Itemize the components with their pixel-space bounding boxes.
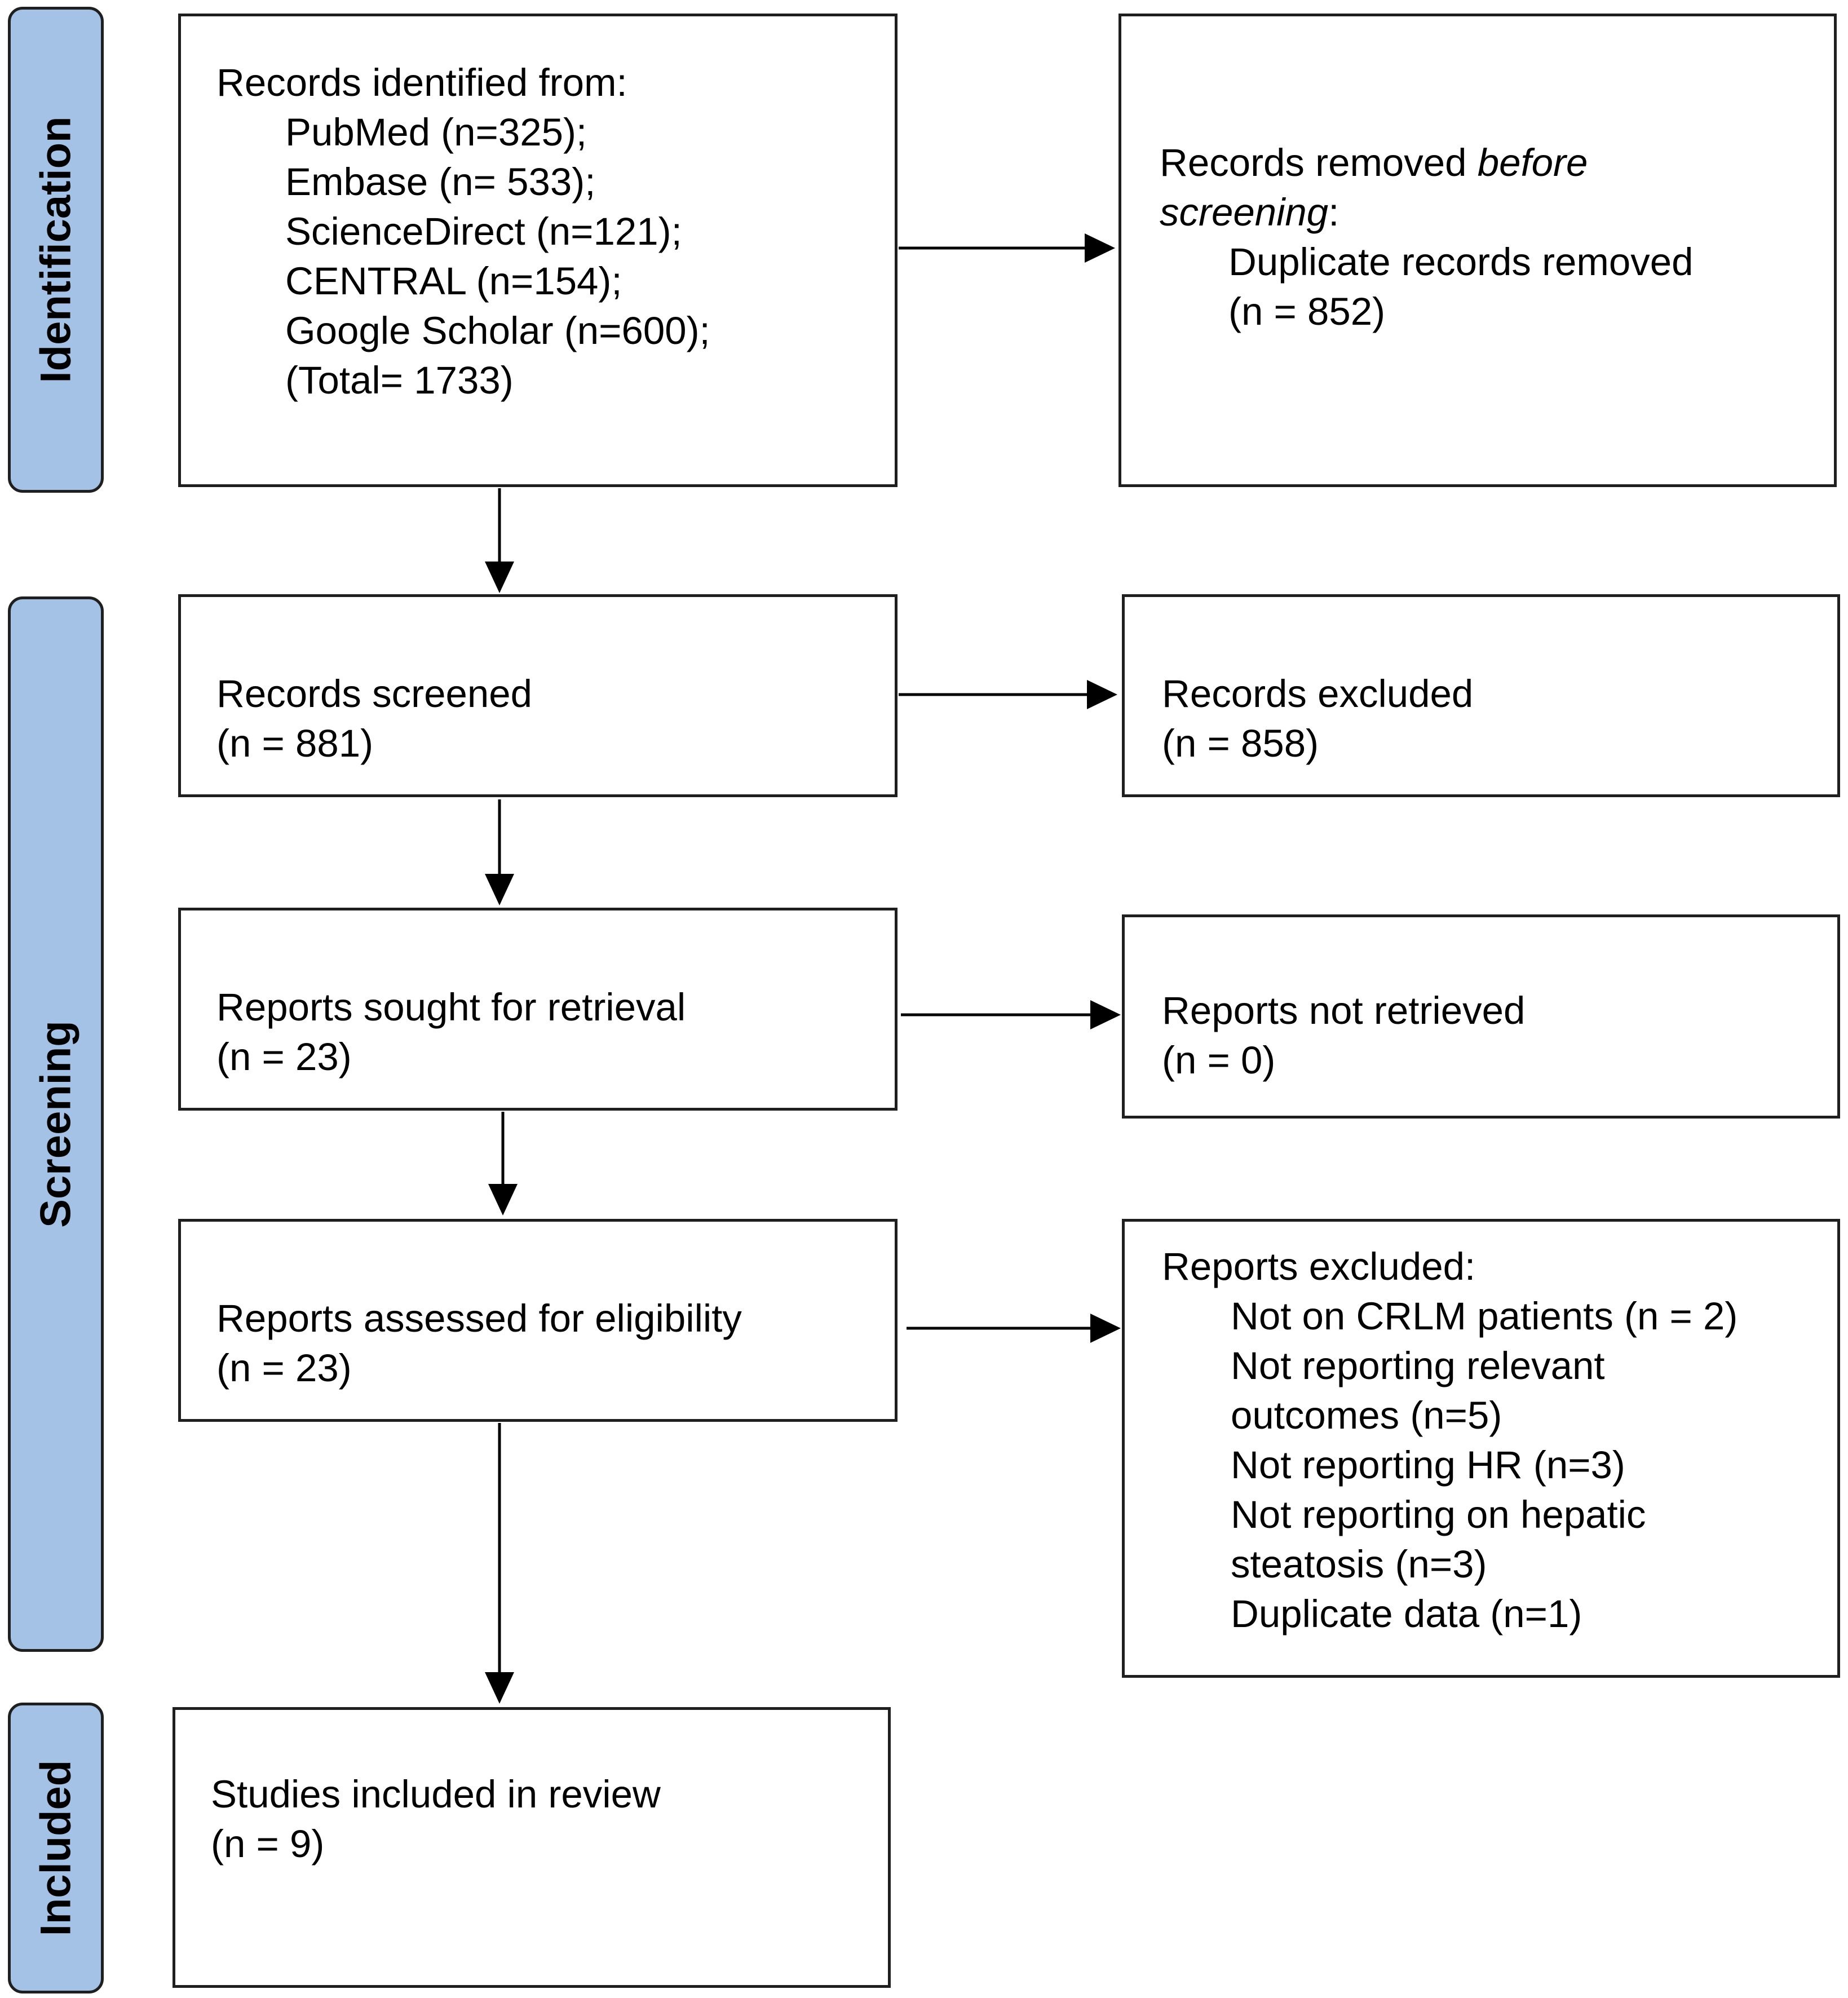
reports-excluded-heading: Reports excluded: bbox=[1162, 1245, 1476, 1288]
records-removed-box: Records removed before screening: Duplic… bbox=[1118, 14, 1837, 487]
arrowhead-screened bbox=[485, 562, 514, 593]
studies-included-label: Studies included in review bbox=[211, 1772, 661, 1816]
reason-not-hr: Not reporting HR (n=3) bbox=[1231, 1443, 1625, 1487]
records-excluded-box: Records excluded (n = 858) bbox=[1122, 594, 1840, 797]
reports-assessed-box: Reports assessed for eligibility (n = 23… bbox=[178, 1219, 898, 1422]
arrowhead-removed bbox=[1085, 233, 1115, 263]
arrowhead-not-retrieved bbox=[1090, 1000, 1121, 1029]
source-embase: Embase (n= 533); bbox=[285, 160, 596, 204]
records-screened-label: Records screened bbox=[216, 672, 532, 715]
studies-included-count: (n = 9) bbox=[211, 1822, 325, 1866]
reports-assessed-label: Reports assessed for eligibility bbox=[216, 1297, 742, 1340]
reason-duplicate: Duplicate data (n=1) bbox=[1231, 1592, 1582, 1635]
reports-not-retrieved-box: Reports not retrieved (n = 0) bbox=[1122, 914, 1840, 1119]
source-central: CENTRAL (n=154); bbox=[285, 259, 622, 303]
records-removed-before: before bbox=[1477, 141, 1588, 184]
source-total: (Total= 1733) bbox=[285, 359, 514, 402]
duplicates-removed-label: Duplicate records removed bbox=[1228, 240, 1694, 284]
records-excluded-label: Records excluded bbox=[1162, 672, 1474, 715]
records-screened-count: (n = 881) bbox=[216, 722, 374, 765]
studies-included-box: Studies included in review (n = 9) bbox=[173, 1707, 891, 1988]
reports-sought-label: Reports sought for retrieval bbox=[216, 985, 686, 1029]
arrowhead-included bbox=[485, 1672, 514, 1704]
records-removed-line2: screening: bbox=[1160, 188, 1834, 237]
phase-screening: Screening bbox=[8, 596, 104, 1652]
records-removed-colon: : bbox=[1328, 191, 1339, 234]
duplicates-removed-count: (n = 852) bbox=[1228, 290, 1386, 333]
phase-included: Included bbox=[8, 1703, 104, 1993]
reports-not-retrieved-label: Reports not retrieved bbox=[1162, 989, 1526, 1032]
phase-identification: Identification bbox=[8, 7, 104, 493]
arrowhead-reports-excluded bbox=[1090, 1314, 1121, 1343]
source-sciencedirect: ScienceDirect (n=121); bbox=[285, 210, 682, 253]
records-removed-screening: screening bbox=[1160, 191, 1329, 234]
reports-excluded-box: Reports excluded: Not on CRLM patients (… bbox=[1122, 1219, 1840, 1678]
arrowhead-excluded bbox=[1087, 680, 1117, 709]
reason-not-steatosis-cont: steatosis (n=3) bbox=[1231, 1542, 1487, 1586]
reports-not-retrieved-count: (n = 0) bbox=[1162, 1038, 1276, 1082]
arrowhead-assessed bbox=[488, 1184, 518, 1215]
reason-not-steatosis: Not reporting on hepatic bbox=[1231, 1493, 1646, 1536]
reports-sought-box: Reports sought for retrieval (n = 23) bbox=[178, 908, 898, 1111]
source-google-scholar: Google Scholar (n=600); bbox=[285, 309, 710, 352]
records-identified-box: Records identified from: PubMed (n=325);… bbox=[178, 14, 898, 487]
reason-not-relevant-cont: outcomes (n=5) bbox=[1231, 1394, 1502, 1437]
reason-not-crlm: Not on CRLM patients (n = 2) bbox=[1231, 1294, 1738, 1338]
records-removed-line1: Records removed before bbox=[1160, 138, 1834, 188]
reports-assessed-count: (n = 23) bbox=[216, 1346, 352, 1390]
records-removed-prefix: Records removed bbox=[1160, 141, 1478, 184]
records-excluded-count: (n = 858) bbox=[1162, 722, 1319, 765]
arrowhead-sought bbox=[485, 874, 514, 905]
records-screened-box: Records screened (n = 881) bbox=[178, 594, 898, 797]
reports-sought-count: (n = 23) bbox=[216, 1035, 352, 1078]
source-pubmed: PubMed (n=325); bbox=[285, 110, 587, 154]
records-identified-heading: Records identified from: bbox=[216, 61, 627, 104]
reason-not-relevant: Not reporting relevant bbox=[1231, 1344, 1605, 1387]
